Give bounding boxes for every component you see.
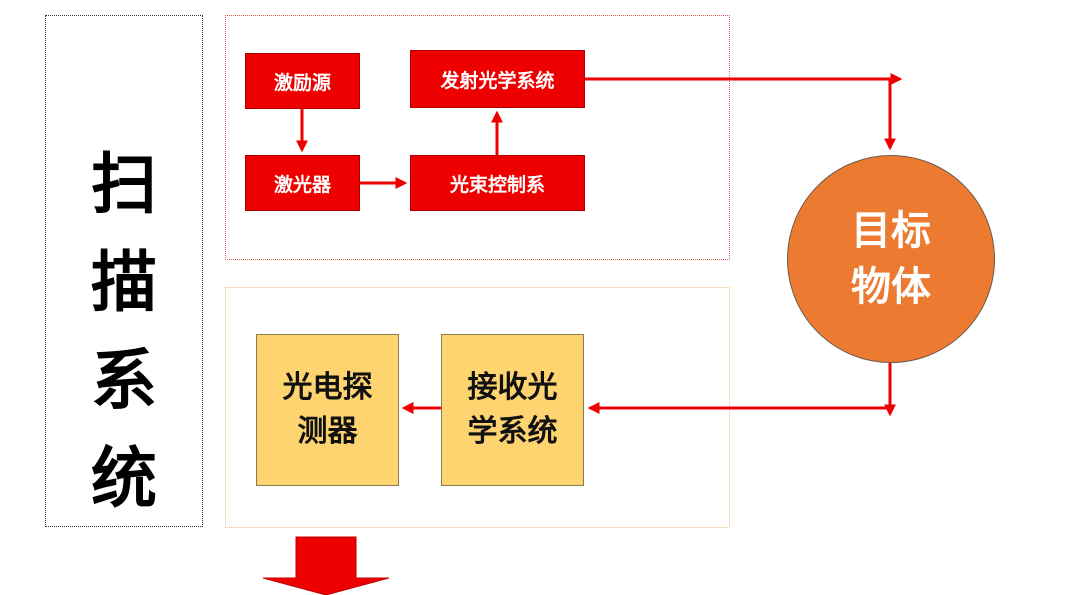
receive-optics-block: 接收光 学系统 (441, 334, 584, 486)
beam-control-block: 光束控制系 (410, 155, 585, 211)
emit-optics-block: 发射光学系统 (410, 50, 585, 108)
scan-system-label: 扫 描 系 统 (46, 136, 202, 528)
receive-optics-line-1: 接收光 (467, 370, 558, 405)
target-object-circle: 目标 物体 (787, 155, 995, 363)
scan-char-1: 扫 (91, 146, 157, 223)
excitation-source-block: 激励源 (245, 53, 360, 109)
target-line-1: 目标 (851, 208, 931, 254)
excitation-source-label: 激励源 (273, 71, 331, 94)
emit-optics-label: 发射光学系统 (440, 69, 555, 92)
laser-block: 激光器 (245, 155, 360, 211)
photodetector-block: 光电探 测器 (256, 334, 399, 486)
scan-char-2: 描 (91, 244, 157, 321)
output-down-arrow-icon (262, 536, 390, 595)
receive-optics-line-2: 学系统 (467, 414, 558, 449)
transmit-group-box (225, 15, 730, 260)
photodetector-line-2: 测器 (297, 414, 358, 449)
target-line-2: 物体 (851, 264, 931, 310)
photodetector-line-1: 光电探 (282, 370, 373, 405)
beam-control-label: 光束控制系 (449, 173, 545, 196)
scan-char-4: 统 (91, 440, 157, 517)
scan-char-3: 系 (91, 342, 157, 419)
laser-label: 激光器 (273, 173, 331, 196)
scan-system-box: 扫 描 系 统 (45, 15, 203, 527)
